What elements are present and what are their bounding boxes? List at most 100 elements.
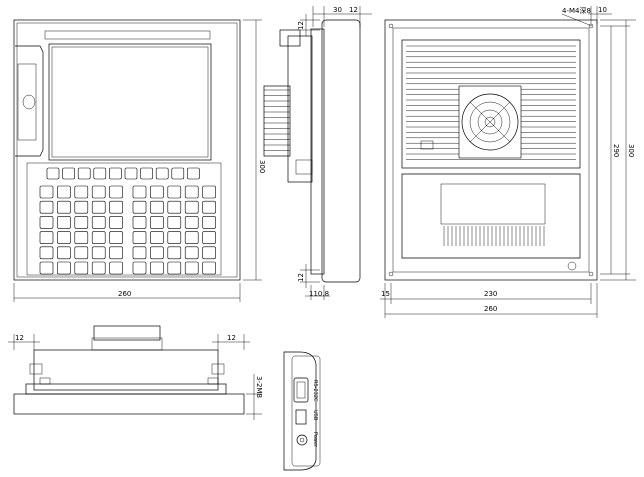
- keypad-key: [167, 185, 182, 199]
- keypad-key: [184, 216, 199, 229]
- side-bezel-depth-label: 12: [349, 6, 358, 14]
- function-key: [140, 167, 153, 180]
- function-key: [46, 167, 60, 180]
- keypad-key: [150, 216, 164, 229]
- keypad-key: [39, 185, 54, 199]
- front-height-label: 300: [258, 160, 266, 173]
- side-connector: [295, 159, 313, 175]
- fan-grill-inner: [477, 109, 503, 135]
- keypad-key: [91, 246, 106, 260]
- rear-outline: [384, 19, 598, 281]
- rear-outer-height-label: 300: [627, 144, 635, 157]
- keypad-key: [109, 261, 123, 275]
- rear-label-plate: [440, 183, 546, 225]
- side-depth-label: 30: [333, 6, 342, 14]
- keypad-key: [74, 246, 89, 260]
- rear-hole-height-label: 290: [612, 144, 620, 157]
- side-view: 30 12 12 12 110.8: [263, 6, 372, 300]
- keypad-key: [150, 246, 164, 260]
- left-handle: [15, 45, 44, 157]
- ground-terminal: [567, 261, 577, 271]
- keypad-key: [167, 216, 182, 229]
- corner-offset-label: 10: [598, 6, 607, 14]
- keypad-key: [132, 216, 147, 229]
- power-jack-pin: [299, 437, 305, 443]
- connector-panel-inner: [291, 355, 321, 467]
- front-panel-inner-border: [16, 22, 238, 278]
- keypad-key: [39, 261, 54, 275]
- keypad-key: [202, 216, 216, 229]
- bottom-top-module: [93, 325, 161, 341]
- connector-view: RS-232C USB Power: [283, 351, 321, 471]
- connector-panel-outline: [283, 351, 317, 471]
- keypad-key: [74, 261, 89, 275]
- fan-hub: [484, 116, 496, 128]
- keypad-key: [91, 200, 106, 214]
- keypad-key: [167, 200, 182, 214]
- lcd-screen-inner: [51, 46, 209, 158]
- keypad-key: [109, 231, 123, 244]
- keypad-key: [202, 200, 216, 214]
- keypad-key: [132, 246, 147, 260]
- function-key: [124, 167, 138, 180]
- function-key: [77, 167, 91, 180]
- keypad-key: [39, 246, 54, 260]
- left-handle-knob: [22, 94, 36, 110]
- side-heatsink: [263, 85, 291, 157]
- power-jack: [296, 434, 308, 446]
- keypad-key: [184, 200, 199, 214]
- keypad-key: [184, 185, 199, 199]
- rear-view: 4-M4深8 10 290 300 15 230 260: [380, 6, 636, 318]
- keypad-key: [57, 185, 71, 199]
- side-top-bracket: [279, 29, 301, 47]
- keypad-key: [184, 231, 199, 244]
- keypad-key: [150, 231, 164, 244]
- rear-hole-width-label: 230: [484, 290, 497, 298]
- rear-left-offset-label: 15: [381, 290, 390, 298]
- function-key: [171, 167, 185, 180]
- rear-inner-border: [392, 27, 590, 273]
- mount-hole-tl: [388, 23, 394, 29]
- keypad-key: [150, 261, 164, 275]
- side-bottom-offset-label: 12: [297, 273, 305, 282]
- bottom-left-offset-label: 12: [15, 334, 24, 342]
- bottom-depth-label: 3-2M8: [255, 376, 263, 398]
- connector-label-usb: USB: [312, 410, 318, 421]
- mount-hole-br: [588, 271, 594, 277]
- bottom-view: 12 12 3-2M8: [8, 325, 263, 420]
- function-key: [93, 167, 107, 180]
- db9-connector-pins: [296, 381, 306, 399]
- rear-small-port: [420, 140, 434, 150]
- front-width-label: 260: [118, 290, 131, 298]
- keypad-key: [39, 216, 54, 229]
- front-panel-outline: [13, 19, 241, 281]
- bottom-left-screw: [29, 363, 43, 375]
- keypad-key: [74, 231, 89, 244]
- hole-spec-label: 4-M4深8: [562, 6, 591, 15]
- rear-heatsink: [401, 39, 581, 169]
- db9-connector: [293, 377, 309, 403]
- keypad-key: [57, 261, 71, 275]
- keypad-key: [109, 200, 123, 214]
- keypad-key: [184, 246, 199, 260]
- mount-hole-bl: [388, 271, 394, 277]
- bottom-left-clip: [39, 377, 51, 385]
- keypad-key: [57, 231, 71, 244]
- keypad-key: [167, 246, 182, 260]
- side-heatsink-fins: [264, 89, 290, 151]
- keypad-key: [74, 216, 89, 229]
- keypad-key: [91, 185, 106, 199]
- bottom-top-module-base: [91, 337, 163, 351]
- function-key: [187, 167, 200, 180]
- keypad-key: [57, 246, 71, 260]
- bottom-right-offset-label: 12: [227, 334, 236, 342]
- keypad-key: [167, 261, 182, 275]
- function-key: [155, 167, 169, 180]
- keypad-key: [57, 216, 71, 229]
- bottom-right-screw: [211, 363, 225, 375]
- keypad-key: [91, 231, 106, 244]
- keypad-key: [109, 216, 123, 229]
- keypad-key: [74, 185, 89, 199]
- keypad-key: [132, 261, 147, 275]
